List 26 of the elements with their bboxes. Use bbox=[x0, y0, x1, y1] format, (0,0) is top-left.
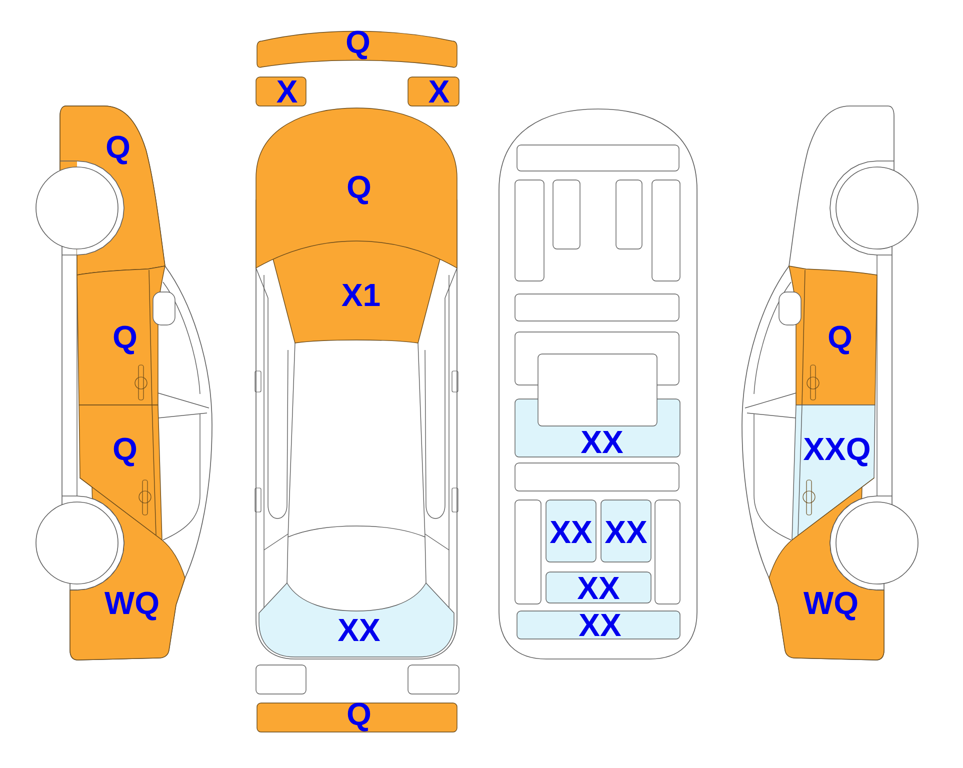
door-panel: Q bbox=[78, 404, 162, 540]
light-panel bbox=[256, 664, 306, 694]
fender-panel: WQ bbox=[70, 478, 186, 660]
rear-window-panel: XX bbox=[258, 582, 454, 658]
light-panel bbox=[408, 664, 460, 694]
light-panel: X bbox=[256, 76, 306, 106]
bumper-panel: Q bbox=[256, 30, 458, 68]
underbody-part: XX bbox=[546, 572, 652, 604]
bumper-panel: Q bbox=[256, 702, 458, 732]
underbody-part: XX bbox=[546, 500, 596, 562]
underbody-part: XX bbox=[516, 610, 680, 640]
underbody-part bbox=[538, 354, 658, 426]
underbody-part bbox=[516, 144, 680, 172]
underbody-part bbox=[652, 180, 680, 282]
underbody-part bbox=[514, 294, 680, 322]
underbody-part bbox=[514, 462, 680, 492]
underbody-part: XX bbox=[600, 500, 652, 562]
fender-panel: WQ bbox=[768, 478, 884, 660]
windshield-panel: X1 bbox=[272, 240, 440, 344]
underbody-part bbox=[514, 180, 544, 282]
underbody-part bbox=[654, 500, 680, 604]
underbody-part bbox=[616, 180, 642, 250]
underbody-part bbox=[514, 500, 542, 604]
hood-panel: Q bbox=[256, 108, 458, 268]
light-panel: X bbox=[408, 76, 460, 106]
underbody-part bbox=[552, 180, 580, 250]
